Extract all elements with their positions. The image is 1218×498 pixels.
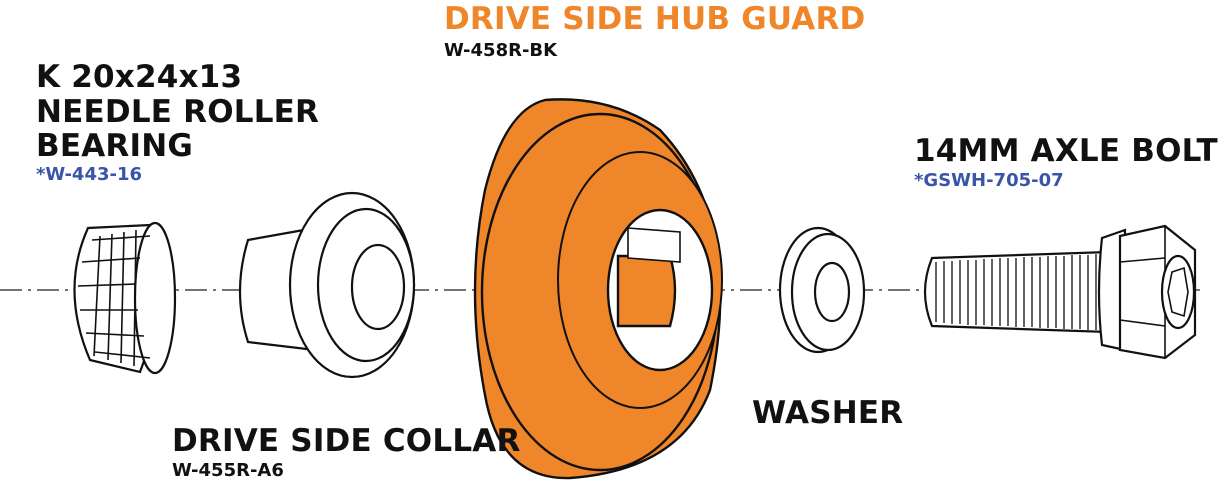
- hub-guard-drawing: [473, 98, 723, 480]
- bearing-part-number: *W-443-16: [36, 164, 143, 185]
- hub-guard-title: DRIVE SIDE HUB GUARD: [444, 1, 866, 37]
- axle-bolt-title: 14MM AXLE BOLT: [914, 133, 1218, 169]
- needle-roller-bearing-drawing: [73, 221, 177, 375]
- washer-drawing: [778, 226, 866, 354]
- drive-side-collar-drawing: [238, 191, 416, 379]
- bearing-title-line2: NEEDLE ROLLER: [36, 94, 320, 130]
- collar-title: DRIVE SIDE COLLAR: [172, 423, 521, 459]
- collar-part-number: W-455R-A6: [172, 460, 284, 481]
- axle-bolt-part-number: *GSWH-705-07: [914, 170, 1064, 191]
- bearing-title-line3: BEARING: [36, 128, 193, 164]
- washer-title: WASHER: [752, 395, 904, 431]
- axle-bolt-drawing: [923, 224, 1197, 360]
- bearing-title-line1: K 20x24x13: [36, 59, 243, 95]
- hub-guard-part-number: W-458R-BK: [444, 40, 558, 61]
